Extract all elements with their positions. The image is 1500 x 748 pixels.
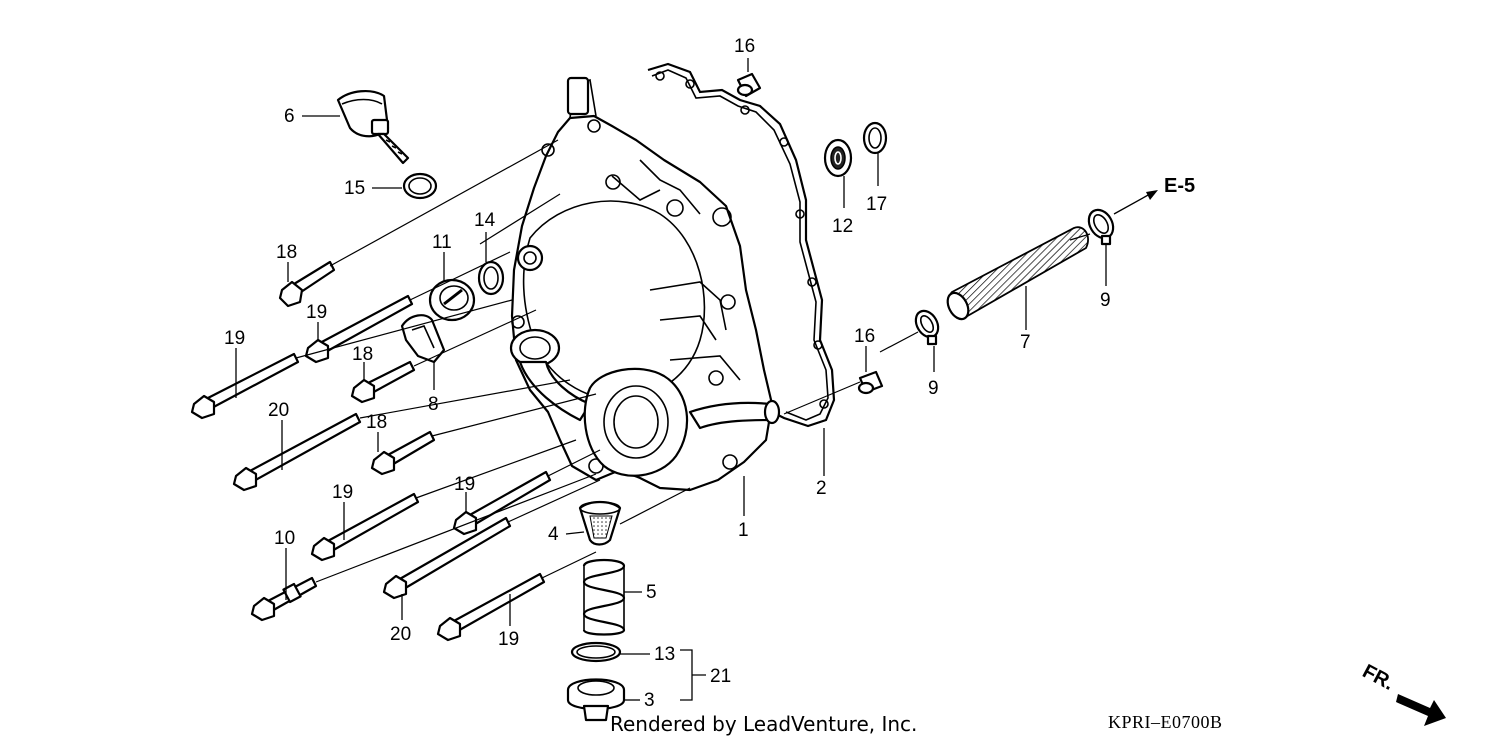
callout-18-low: 18 [366, 412, 387, 433]
hose-clamp-9-right [1087, 208, 1115, 246]
hose-7 [946, 226, 1089, 321]
callouts: 6 15 18 11 14 19 19 18 8 20 18 19 19 10 … [224, 36, 1398, 711]
leader-lines [235, 58, 1107, 701]
callout-17: 17 [866, 194, 887, 215]
alignment-lines [295, 139, 1091, 583]
callout-19-left: 19 [224, 328, 245, 349]
gasket-bolt-holes [655, 71, 829, 409]
bolt-19-mid [452, 470, 552, 536]
callout-16-mid: 16 [854, 326, 875, 347]
e5-arrow-icon [1113, 190, 1158, 215]
callout-19-bottom: 19 [498, 629, 519, 650]
callout-7: 7 [1020, 332, 1031, 353]
bolt-20-left [232, 412, 362, 492]
callout-14: 14 [474, 210, 496, 231]
callout-16-top: 16 [734, 36, 755, 57]
bolt-18-low [370, 430, 436, 476]
cap-11 [428, 278, 476, 322]
callout-5: 5 [646, 582, 657, 603]
dowel-pin-16-mid [857, 370, 884, 395]
dowel-pin-16-top [736, 72, 762, 98]
bolt-19-bottom [436, 572, 546, 642]
callout-19-lower-left: 19 [332, 482, 353, 503]
front-arrow-icon [1396, 694, 1446, 726]
callout-1: 1 [738, 520, 749, 541]
bolt-19-left [190, 352, 300, 420]
spring-5 [582, 558, 626, 636]
drain-plug-3 [566, 678, 626, 722]
diagram-code: KPRI–E0700B [1108, 712, 1223, 732]
callout-9-left: 9 [928, 378, 939, 399]
callout-6: 6 [284, 106, 295, 127]
hose-clamp-9-left [914, 309, 940, 346]
callout-18-top: 18 [276, 242, 297, 263]
bolt-19-lower-left [310, 492, 420, 562]
callout-9-right: 9 [1100, 290, 1111, 311]
reference-e5: E-5 [1164, 175, 1195, 197]
callout-11: 11 [432, 232, 452, 253]
callout-20-left: 20 [268, 400, 289, 421]
oil-seal-12 [823, 138, 853, 178]
bolt-18-mid [350, 360, 416, 404]
callout-4: 4 [548, 524, 559, 545]
gasket [647, 62, 836, 441]
footer-credit: Rendered by LeadVenture, Inc. [610, 712, 918, 736]
bolts [190, 260, 552, 642]
callout-12: 12 [832, 216, 853, 237]
bolt-10 [250, 576, 318, 622]
circlip-17 [862, 121, 888, 155]
callout-3: 3 [644, 690, 655, 711]
bolt-20-lower [382, 516, 512, 600]
front-label: FR. [1359, 660, 1398, 695]
callout-10: 10 [274, 528, 295, 549]
callout-19-upper: 19 [306, 302, 327, 323]
callout-13: 13 [654, 644, 675, 665]
strainer-4 [578, 500, 622, 546]
bolt-18-top [278, 260, 336, 308]
oil-dipstick [336, 90, 410, 165]
o-ring-14 [477, 260, 505, 296]
callout-21: 21 [710, 666, 731, 687]
crankcase-cover [509, 76, 781, 492]
callout-15: 15 [344, 178, 365, 199]
callout-2: 2 [816, 478, 827, 499]
callout-8: 8 [428, 394, 439, 415]
callout-19-mid: 19 [454, 474, 475, 495]
callout-20-lower: 20 [390, 624, 411, 645]
callout-18-mid: 18 [352, 344, 373, 365]
